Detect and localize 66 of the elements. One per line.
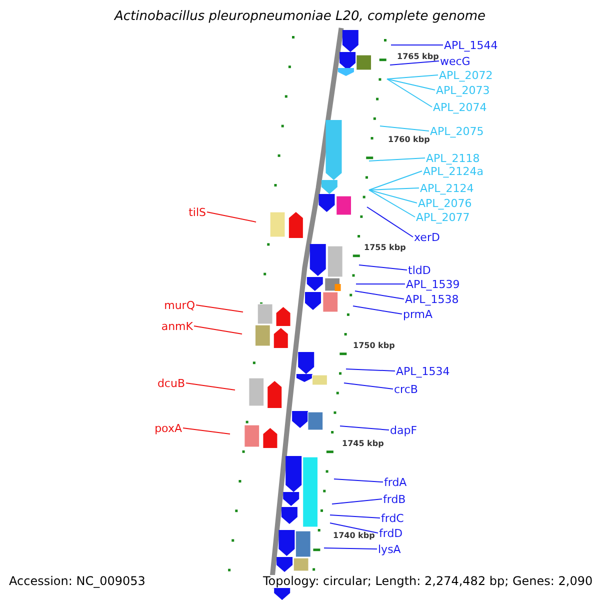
scale-label: 1765 kbp [397, 52, 439, 61]
genome-summary-text: Topology: circular; Length: 2,274,482 bp; Genes: 2,090 [263, 575, 593, 588]
gene-label: frdD [379, 526, 403, 540]
scale-label: 1745 kbp [342, 439, 384, 448]
leader-line [344, 382, 394, 390]
gene-label: APL_2072 [439, 68, 493, 82]
gene-label: xerD [414, 230, 440, 244]
title: Actinobacillus pleuropneumoniae L20, complete genome [113, 10, 486, 23]
gene-label: APL_2073 [436, 84, 490, 96]
gene-label: APL_2074 [433, 100, 487, 114]
leader-line [330, 522, 378, 534]
leader-line [390, 60, 440, 66]
leader-line [340, 426, 390, 430]
leader-line [334, 478, 384, 482]
leader-line [354, 290, 404, 300]
scale-label: 1750 kbp [353, 341, 395, 350]
gene-label: murQ [164, 298, 195, 312]
gene-label: tilS [188, 206, 206, 218]
gene-label: APL_1539 [406, 278, 460, 290]
gene-label: APL_2076 [418, 196, 472, 210]
leader-line [386, 78, 432, 108]
gene-label: dcuB [157, 376, 185, 390]
leader-line [368, 188, 420, 190]
gene-label: crcB [394, 382, 418, 396]
accession-text: Accession: NC_009053 [9, 575, 146, 588]
leader-line [346, 368, 396, 372]
leader-line [358, 264, 408, 270]
leader-line [324, 548, 378, 550]
leader-line [194, 326, 242, 334]
leader-line [390, 44, 444, 46]
leader-line [386, 78, 436, 90]
scale-label: 1740 kbp [333, 531, 375, 540]
gene-label: frdC [381, 512, 404, 524]
gene-label: APL_2124a [423, 164, 484, 178]
gene-label: wecG [440, 54, 470, 68]
leader-line [186, 382, 236, 390]
leader-line [386, 74, 438, 80]
gene-label: prmA [403, 308, 433, 320]
leader-line [368, 158, 426, 162]
gene-label: tldD [408, 264, 431, 276]
gene-label: poxA [154, 422, 182, 434]
gene-label: APL_1538 [405, 292, 459, 306]
leader-line [368, 170, 422, 190]
leader-line [368, 190, 418, 204]
gene-label: APL_1534 [396, 364, 450, 378]
gene-label: anmK [161, 320, 193, 332]
leader-line [332, 498, 382, 504]
gene-label: frdA [384, 476, 407, 488]
gene-label: APL_2077 [416, 210, 470, 224]
gene-label: APL_1544 [444, 38, 498, 52]
gene-label: frdB [383, 492, 406, 506]
scale-label: 1760 kbp [388, 135, 430, 144]
gene-label: APL_2075 [430, 124, 484, 138]
leader-line [182, 428, 230, 434]
leader-line [196, 304, 244, 312]
leader-line [206, 212, 256, 222]
leader-line [366, 206, 414, 238]
gene-label: APL_2124 [420, 182, 474, 194]
leader-line [330, 514, 380, 518]
leader-line [352, 306, 402, 314]
scale-label: 1755 kbp [364, 243, 406, 252]
gene-label: lysA [378, 542, 401, 556]
gene-label: dapF [390, 424, 418, 436]
gene-label: APL_2118 [426, 152, 480, 164]
leader-line [368, 190, 416, 218]
leader-line [380, 126, 430, 132]
